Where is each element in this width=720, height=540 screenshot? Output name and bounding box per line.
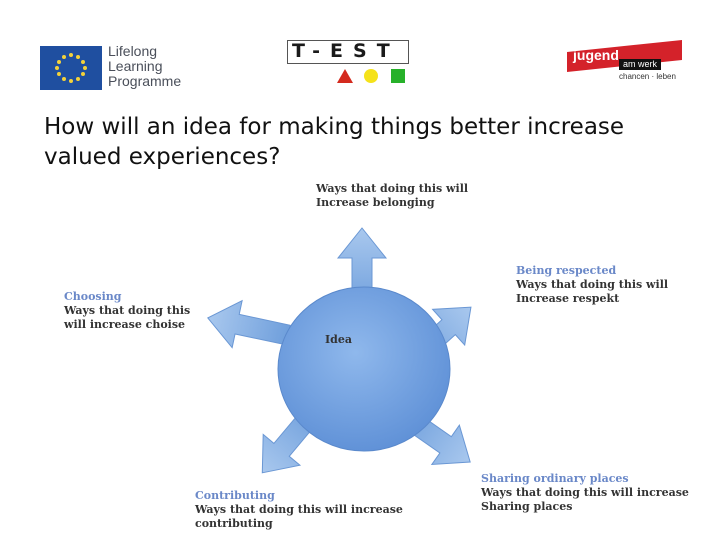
label-contributing: Contributing Ways that doing this will i…: [195, 489, 403, 531]
test-logo-word: T-EST: [287, 40, 409, 64]
label-contributing-line2: contributing: [195, 517, 273, 530]
label-respected-line1: Ways that doing this will: [516, 278, 669, 291]
center-label: Idea: [325, 333, 352, 346]
jugend-am-werk-logo: jugend am werk chancen · leben: [567, 39, 687, 84]
llp-logo-text: Lifelong Learning Programme: [108, 43, 182, 89]
test-logo: T-EST: [287, 40, 412, 84]
label-sharing: Sharing ordinary places Ways that doing …: [481, 472, 689, 514]
test-logo-text: T-EST: [292, 40, 400, 62]
label-respected-head: Being respected: [516, 264, 617, 277]
idea-circle: [277, 286, 451, 452]
label-sharing-line2: Sharing places: [481, 500, 573, 513]
label-respected: Being respected Ways that doing this wil…: [516, 264, 668, 306]
label-choosing-head: Choosing: [64, 290, 122, 303]
label-contributing-head: Contributing: [195, 489, 275, 502]
label-choosing: Choosing Ways that doing this will incre…: [64, 290, 190, 332]
eu-flag-icon: [40, 46, 102, 90]
label-sharing-head: Sharing ordinary places: [481, 472, 629, 485]
label-belonging: Ways that doing this will Increase belon…: [316, 182, 468, 210]
lifelong-learning-logo: Lifelong Learning Programme: [40, 44, 190, 92]
test-logo-shapes: [337, 69, 405, 83]
jugend-logo-sub: am werk: [619, 59, 662, 70]
label-choosing-line1: Ways that doing this: [64, 304, 191, 317]
slide-title: How will an idea for making things bette…: [44, 114, 625, 170]
label-sharing-line1: Ways that doing this will increase: [481, 486, 689, 499]
jugend-logo-slogan: chancen · leben: [619, 72, 676, 81]
label-belonging-line2: Increase belonging: [316, 196, 435, 209]
jugend-logo-name: jugend: [573, 47, 619, 63]
arrow-left: [202, 293, 294, 359]
label-respected-line2: Increase respekt: [516, 292, 620, 305]
label-choosing-line2: will increase choise: [64, 318, 186, 331]
label-belonging-line1: Ways that doing this will: [316, 182, 469, 195]
label-contributing-line1: Ways that doing this will increase: [195, 503, 403, 516]
